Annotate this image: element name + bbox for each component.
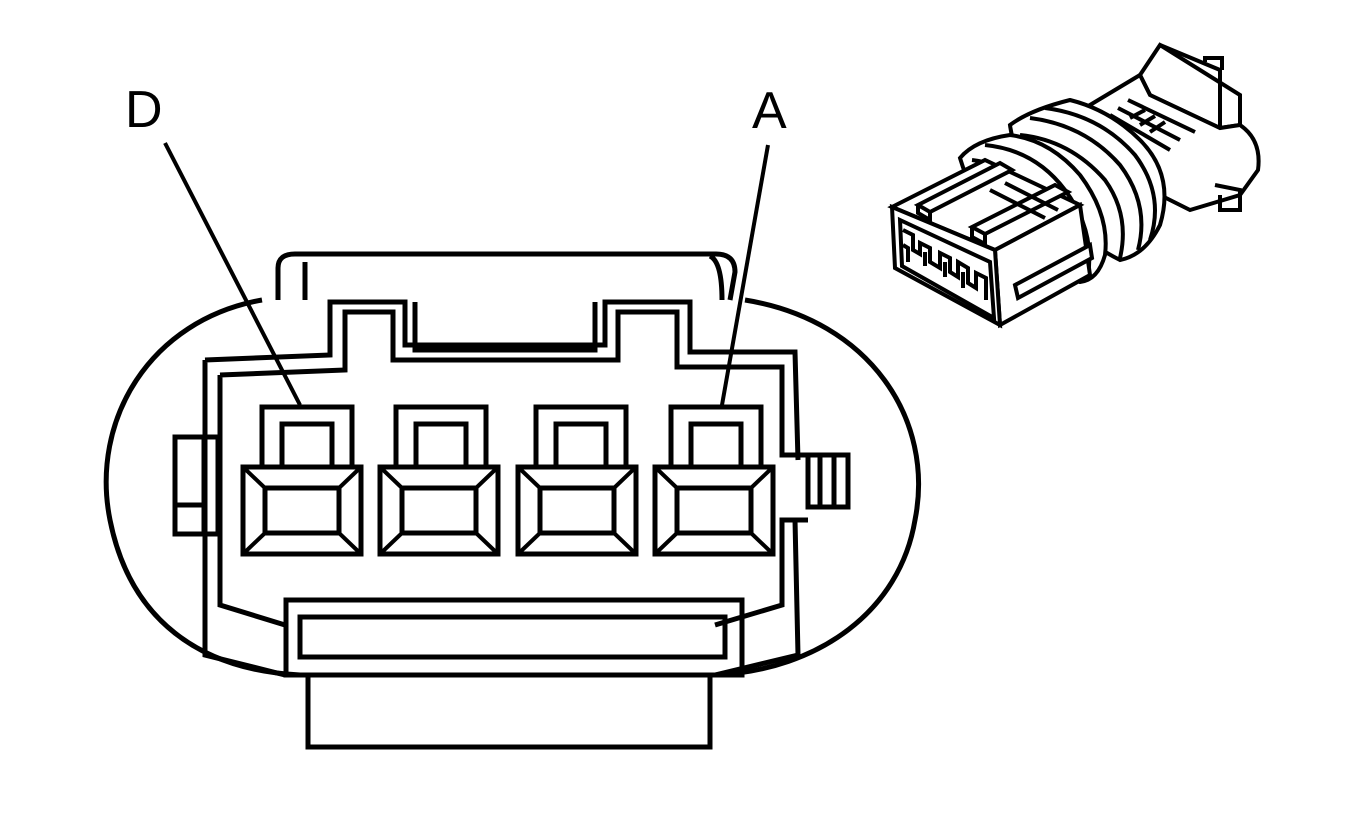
- front-terminal-face: [897, 216, 997, 322]
- leader-line-d: [163, 142, 302, 406]
- pin-label-d: D: [125, 81, 163, 139]
- connector-isometric-view: [887, 42, 1261, 329]
- connector-face-view: D A: [103, 81, 922, 750]
- terminal-cavity-c: [377, 404, 501, 557]
- right-side-tab: [805, 452, 851, 510]
- top-latch-tab-ridge: [708, 253, 725, 301]
- terminal-cavity-a: [652, 404, 776, 557]
- pin-label-a: A: [752, 82, 787, 140]
- bottom-lock-bar: [283, 597, 745, 750]
- upper-inner-slot: [412, 302, 598, 353]
- terminal-cavity-b: [515, 404, 639, 557]
- terminal-cavity-d: [240, 404, 364, 557]
- left-side-tab: [172, 434, 221, 537]
- top-latch-tab: [275, 251, 738, 301]
- leader-line-a: [720, 144, 770, 406]
